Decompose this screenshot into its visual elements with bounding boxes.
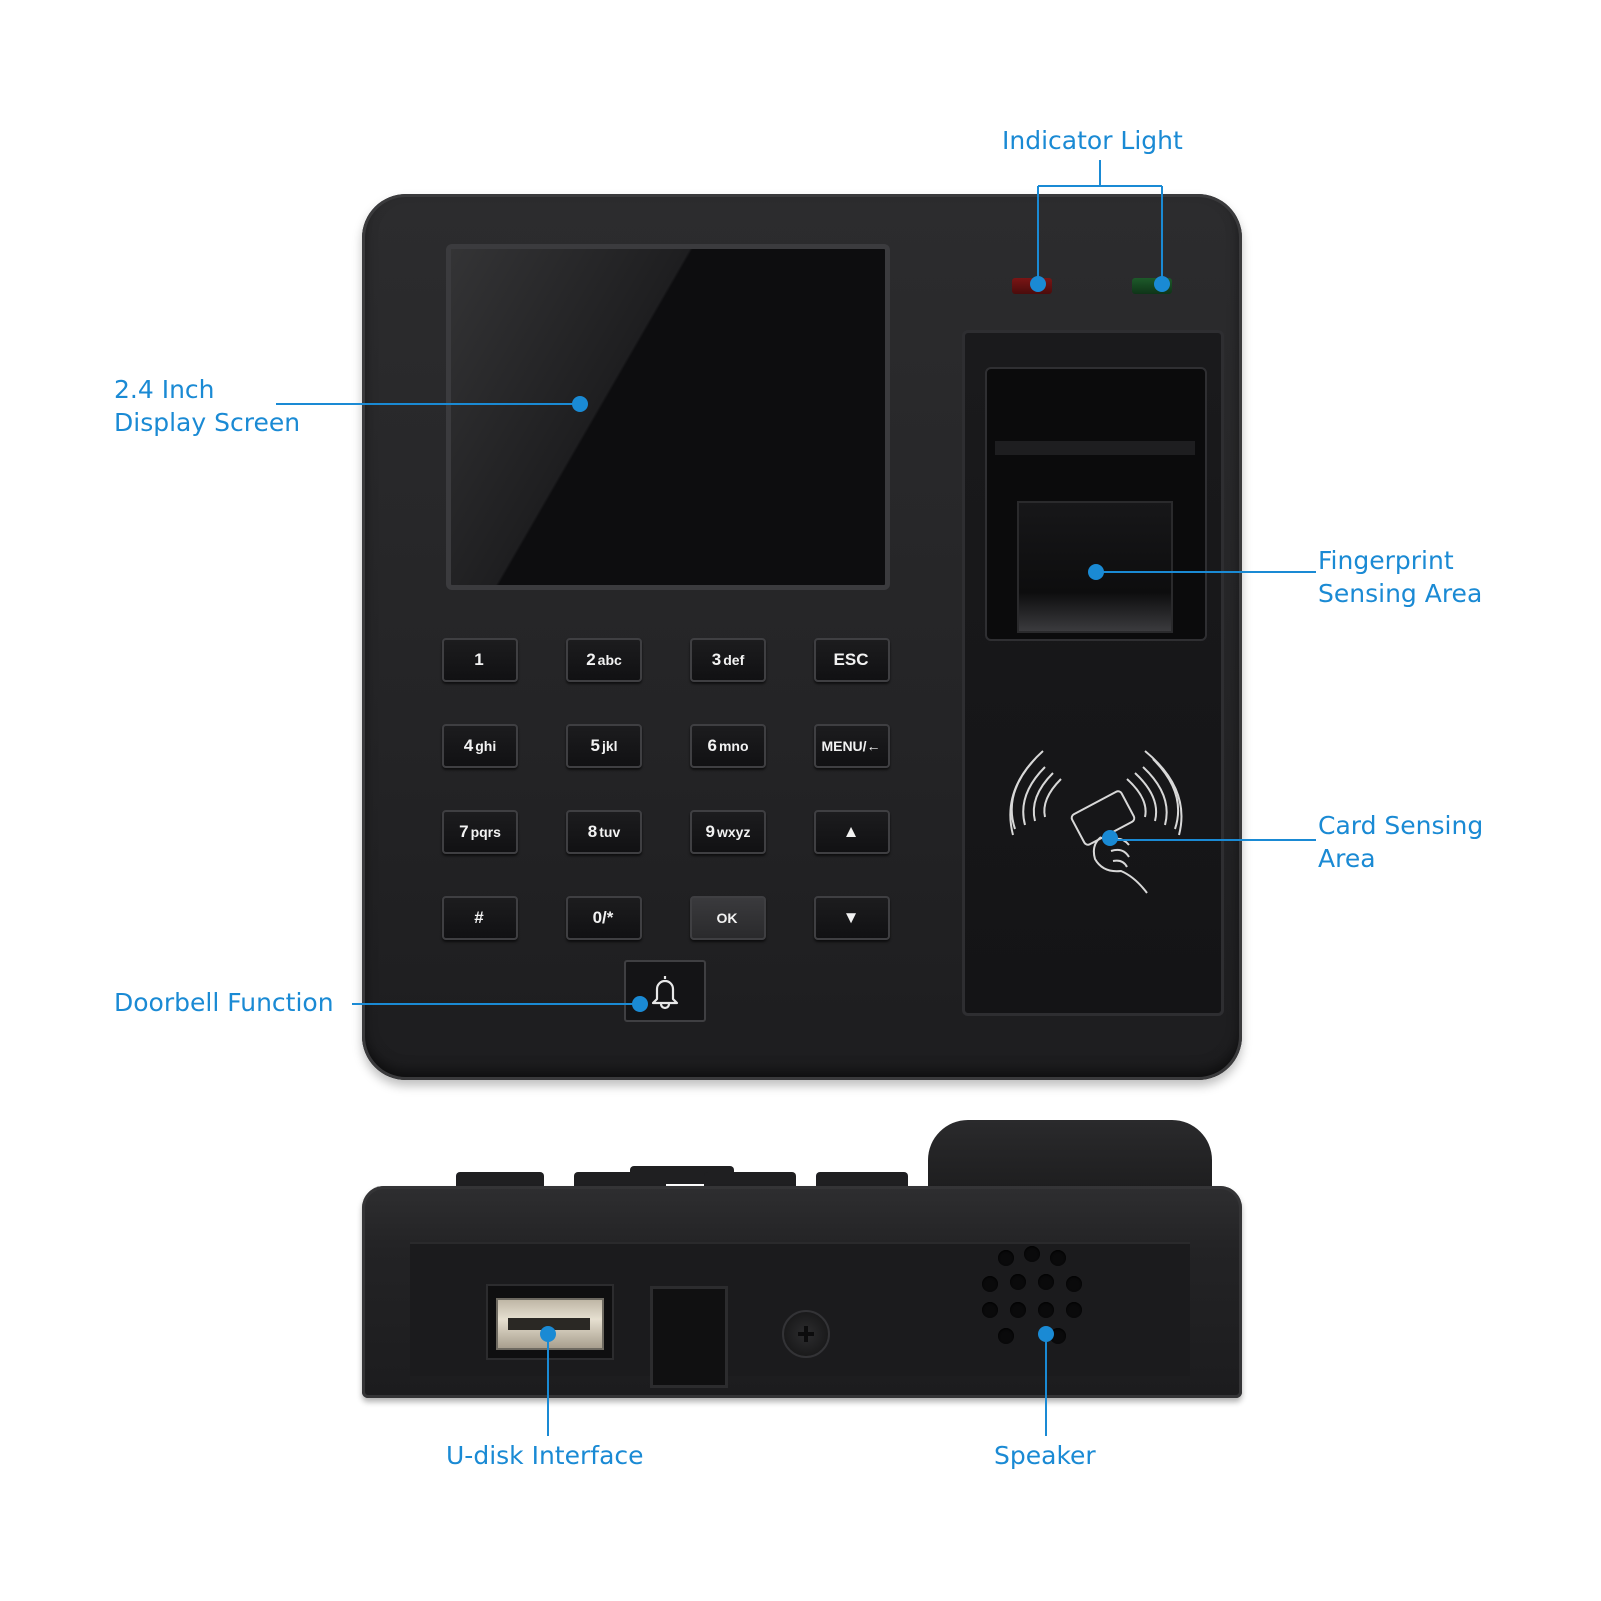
key-label: 5: [590, 736, 600, 755]
up-arrow-icon: ▲: [842, 822, 860, 841]
indicator-led-red: [1012, 278, 1052, 294]
speaker-grille: [974, 1244, 1114, 1354]
key-label: 8: [587, 822, 598, 841]
speaker-hole: [1038, 1302, 1054, 1318]
key-label: 2: [586, 650, 596, 669]
side-key-strip: [816, 1172, 908, 1190]
usb-tongue: [508, 1318, 590, 1330]
speaker-hole: [998, 1328, 1014, 1344]
screw: [782, 1310, 830, 1358]
key-menu[interactable]: MENU/←: [814, 724, 890, 768]
key-down[interactable]: ▼: [814, 896, 890, 940]
label-doorbell: Doorbell Function: [114, 988, 334, 1017]
key-hash[interactable]: #: [442, 896, 518, 940]
speaker-hole: [1024, 1246, 1040, 1262]
doorbell-button[interactable]: [624, 960, 706, 1022]
label-display-line1: 2.4 Inch: [114, 375, 215, 404]
usb-socket: [496, 1298, 604, 1350]
fingerprint-sensor[interactable]: [985, 367, 1207, 641]
indicator-led-green: [1132, 278, 1172, 294]
key-label: 7: [459, 822, 469, 841]
speaker-hole: [1066, 1276, 1082, 1292]
speaker-hole: [1038, 1274, 1054, 1290]
key-label: 9: [705, 822, 715, 841]
key-sublabel: abc: [597, 652, 622, 668]
key-sublabel: ghi: [475, 738, 497, 754]
key-sublabel: pqrs: [470, 824, 501, 840]
key-1[interactable]: 1: [442, 638, 518, 682]
device-side-view: [362, 1186, 1242, 1398]
label-speaker: Speaker: [994, 1441, 1096, 1470]
side-key-strip: [704, 1172, 796, 1190]
key-label: 1: [474, 650, 484, 669]
label-udisk: U-disk Interface: [446, 1441, 644, 1470]
key-label: 3: [711, 650, 722, 669]
key-up[interactable]: ▲: [814, 810, 890, 854]
key-sublabel: tuv: [599, 824, 621, 840]
label-card-line1: Card Sensing: [1318, 811, 1484, 840]
bell-icon: [651, 976, 679, 1010]
label-display-line2: Display Screen: [114, 408, 301, 437]
key-label: #: [474, 908, 484, 927]
key-label: 6: [707, 736, 717, 755]
key-label: 4: [463, 736, 474, 755]
key-label: MENU/←: [821, 738, 881, 754]
speaker-hole: [1050, 1328, 1066, 1344]
key-esc[interactable]: ESC: [814, 638, 890, 682]
key-0[interactable]: 0/*: [566, 896, 642, 940]
label-fingerprint-line1: Fingerprint: [1318, 546, 1454, 575]
key-label: OK: [716, 910, 738, 926]
label-indicator-light: Indicator Light: [1002, 126, 1183, 155]
label-card-line2: Area: [1318, 844, 1376, 873]
speaker-hole: [982, 1276, 998, 1292]
speaker-hole: [1066, 1302, 1082, 1318]
speaker-hole: [1050, 1250, 1066, 1266]
speaker-hole: [1010, 1302, 1026, 1318]
label-fingerprint-line2: Sensing Area: [1318, 579, 1483, 608]
network-port[interactable]: [650, 1286, 728, 1388]
down-arrow-icon: ▼: [842, 908, 860, 927]
display-screen: [446, 244, 890, 590]
usb-port[interactable]: [486, 1284, 614, 1360]
fingerprint-slot: [995, 441, 1195, 455]
key-label: ESC: [833, 650, 869, 669]
side-key-strip: [456, 1172, 544, 1190]
speaker-hole: [982, 1302, 998, 1318]
key-sublabel: def: [723, 652, 745, 668]
key-ok[interactable]: OK: [690, 896, 766, 940]
rfid-card-icon: [1009, 750, 1183, 894]
key-label: 0/*: [592, 908, 614, 927]
screw-cross-icon: [798, 1326, 814, 1342]
screen-glare: [451, 249, 885, 585]
key-sublabel: mno: [718, 738, 749, 754]
key-sublabel: jkl: [601, 738, 618, 754]
speaker-hole: [998, 1250, 1014, 1266]
speaker-hole: [1010, 1274, 1026, 1290]
fingerprint-prism: [1017, 501, 1173, 633]
sensor-panel: [962, 330, 1224, 1016]
key-sublabel: wxyz: [717, 824, 751, 840]
